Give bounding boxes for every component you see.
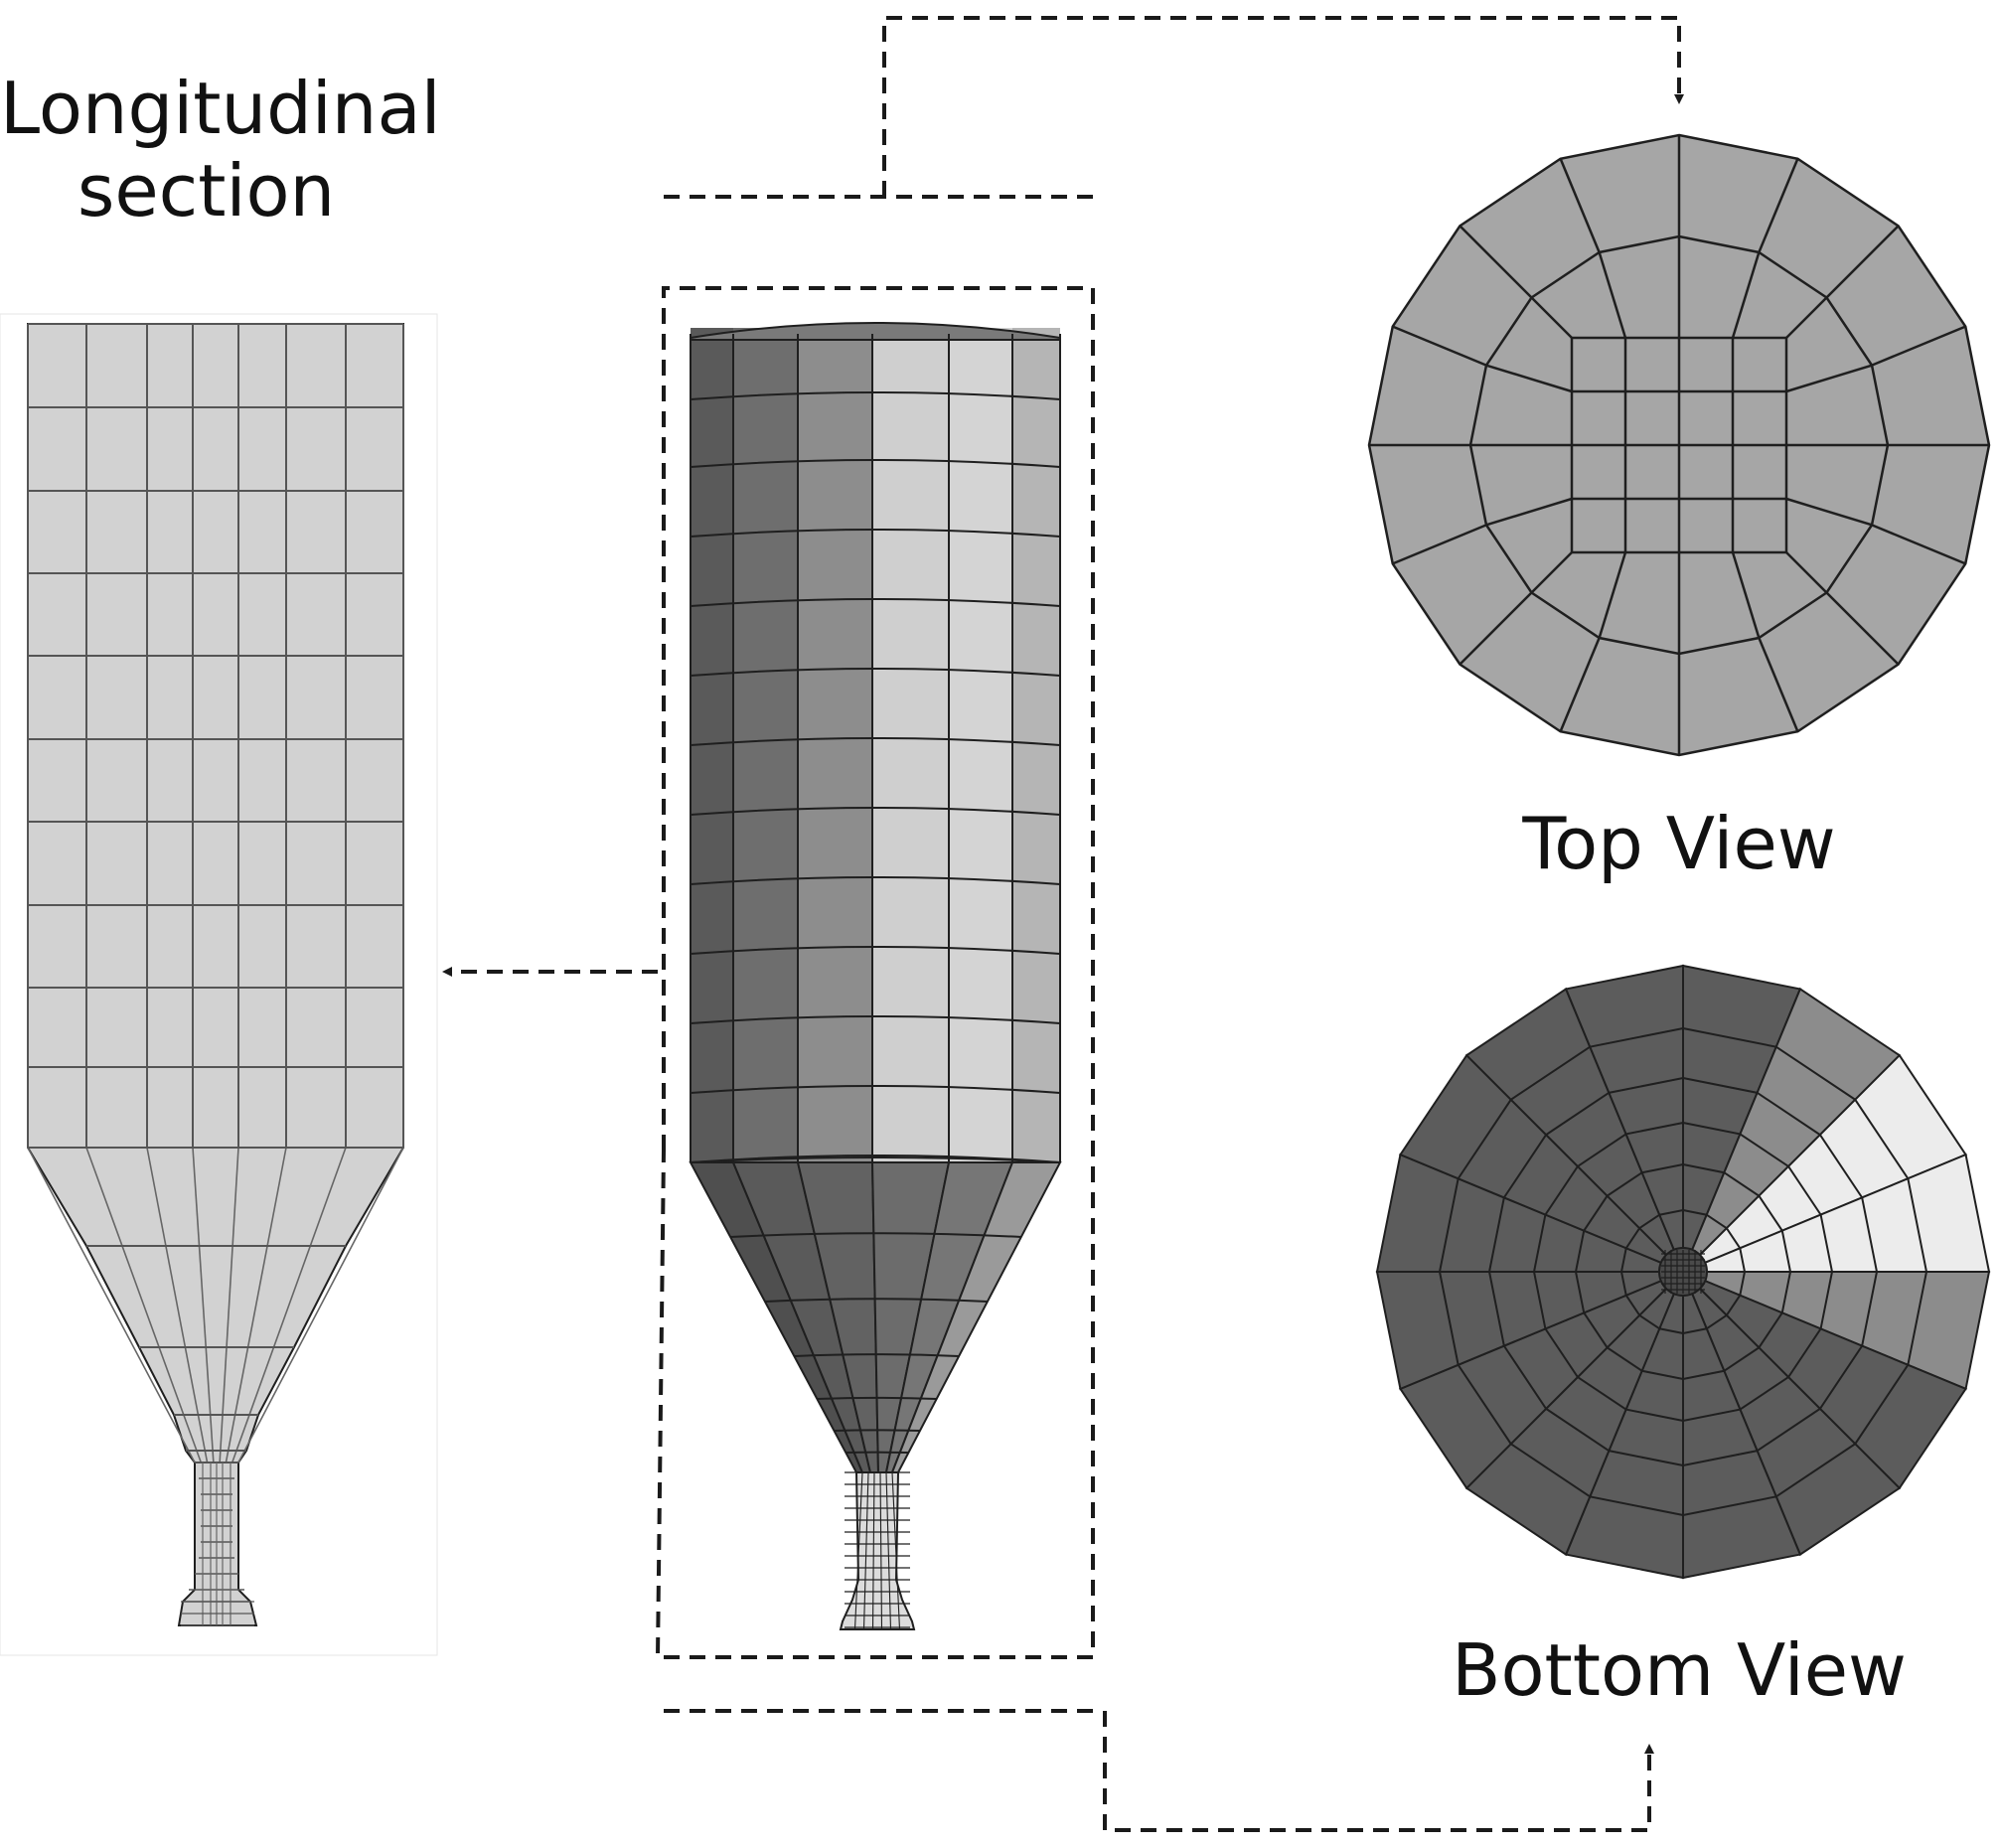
neck-seam bbox=[871, 1471, 875, 1630]
hopper-ring bbox=[730, 1232, 1021, 1238]
top-view-link bbox=[1598, 551, 1627, 639]
top-view-spoke bbox=[1559, 637, 1601, 732]
neck-seam bbox=[885, 1471, 892, 1630]
cylinder-ring bbox=[690, 529, 1061, 538]
cylinder-ring bbox=[690, 459, 1061, 468]
longitudinal-label-line-2: section bbox=[77, 148, 336, 232]
section-hopper-line bbox=[192, 1147, 215, 1463]
hopper-ring bbox=[834, 1429, 920, 1432]
connector-to-top-view bbox=[882, 16, 1684, 197]
bottom-view-mesh bbox=[1375, 964, 1991, 1580]
cylinder-ring bbox=[690, 1085, 1061, 1094]
3d-silo-model bbox=[689, 322, 1062, 1630]
top-view-link bbox=[1485, 497, 1573, 527]
top-view-link bbox=[1785, 296, 1828, 339]
section-hopper-line bbox=[231, 1147, 347, 1463]
cylinder-ring bbox=[690, 946, 1061, 955]
top-view-spoke bbox=[1758, 637, 1799, 732]
top-view-spoke bbox=[1758, 158, 1799, 253]
cylinder-ring bbox=[690, 668, 1061, 677]
top-view-label: Top View bbox=[1522, 802, 1836, 885]
top-view-spoke bbox=[1871, 325, 1966, 367]
cylinder-strip bbox=[733, 328, 798, 1162]
connector-to-bottom-view bbox=[1103, 1711, 1654, 1832]
cylinder-strip bbox=[872, 328, 949, 1162]
top-view-link bbox=[1785, 551, 1828, 594]
cylinder-ring bbox=[690, 598, 1061, 607]
hopper-ring bbox=[794, 1353, 960, 1357]
section-hopper-line bbox=[146, 1147, 209, 1463]
cylinder-strip bbox=[949, 328, 1012, 1162]
top-view-link bbox=[1731, 251, 1761, 339]
top-view-spoke bbox=[1392, 325, 1487, 367]
top-view-spoke bbox=[1459, 591, 1533, 666]
bottom-view-ring bbox=[1438, 1026, 1928, 1517]
neck-seam bbox=[853, 1471, 863, 1630]
neck-seam bbox=[862, 1471, 869, 1630]
section-hopper-line bbox=[27, 1147, 196, 1463]
hopper-ring bbox=[690, 1156, 1061, 1163]
longitudinal-section-mesh bbox=[0, 313, 438, 1656]
cylinder-ring bbox=[690, 807, 1061, 816]
bottom-view-ring bbox=[1619, 1208, 1747, 1335]
top-view-link bbox=[1731, 551, 1761, 639]
hopper-ring bbox=[764, 1298, 988, 1303]
top-view-link bbox=[1530, 551, 1573, 594]
model-bounding-box bbox=[655, 286, 1095, 1659]
top-view-spoke bbox=[1459, 225, 1533, 299]
bottom-view-label: Bottom View bbox=[1452, 1628, 1907, 1712]
top-view-spoke bbox=[1825, 591, 1900, 666]
cylinder-ring bbox=[690, 391, 1061, 400]
section-hopper-line bbox=[85, 1147, 203, 1463]
cylinder-ring bbox=[690, 876, 1061, 885]
longitudinal-section-label: Longitudinal section bbox=[0, 67, 441, 232]
top-view-spoke bbox=[1559, 158, 1601, 253]
bottom-view-ring bbox=[1532, 1121, 1834, 1423]
section-hopper-line bbox=[237, 1147, 404, 1463]
hopper-ring bbox=[817, 1396, 937, 1400]
top-view-spoke bbox=[1871, 524, 1966, 565]
cylinder-strip bbox=[798, 328, 872, 1162]
section-hopper-line bbox=[225, 1147, 287, 1463]
neck-seam bbox=[891, 1471, 901, 1630]
top-view-link bbox=[1785, 364, 1873, 393]
section-outline bbox=[27, 323, 404, 1626]
neck-seam bbox=[879, 1471, 883, 1630]
cylinder-top-cap bbox=[690, 322, 1061, 341]
dashed-connectors bbox=[442, 16, 1684, 1832]
longitudinal-label-line-1: Longitudinal bbox=[0, 67, 441, 150]
cylinder-ring bbox=[690, 737, 1061, 746]
bottom-view-ring bbox=[1574, 1162, 1792, 1381]
bottom-view-ring bbox=[1487, 1076, 1879, 1467]
section-hopper-line bbox=[219, 1147, 239, 1463]
top-view-spoke bbox=[1825, 225, 1900, 299]
bottom-view-sector bbox=[1564, 964, 1684, 1273]
top-view-link bbox=[1785, 497, 1873, 527]
top-view-link bbox=[1530, 296, 1573, 339]
top-view-spoke bbox=[1392, 524, 1487, 565]
cylinder-ring bbox=[690, 1015, 1061, 1024]
top-view-link bbox=[1598, 251, 1627, 339]
top-view-link bbox=[1485, 364, 1573, 393]
top-view-mesh bbox=[1367, 133, 1991, 757]
